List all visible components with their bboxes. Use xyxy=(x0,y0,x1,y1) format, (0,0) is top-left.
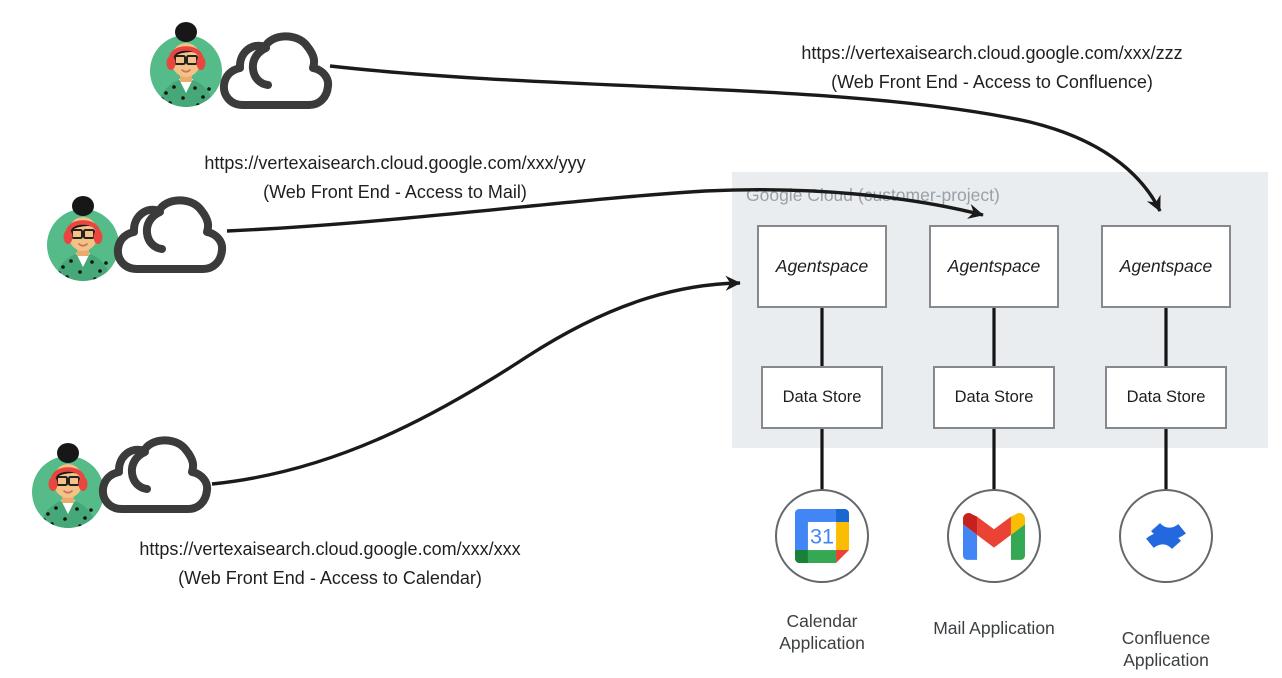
calendar-day-glyph: 31 xyxy=(810,524,834,549)
route-calendar: https://vertexaisearch.cloud.google.com/… xyxy=(100,538,560,589)
user-avatar-calendar xyxy=(32,443,104,528)
agentspace-box-mail: Agentspace xyxy=(929,225,1059,308)
arrow-to-mail-agentspace xyxy=(226,188,984,233)
route-confluence: https://vertexaisearch.cloud.google.com/… xyxy=(762,42,1222,93)
route-calendar-url: https://vertexaisearch.cloud.google.com/… xyxy=(139,539,521,559)
calendar-app-circle: 31 xyxy=(775,489,869,583)
google-calendar-icon: 31 xyxy=(795,509,849,563)
user-cloud-calendar xyxy=(98,436,212,513)
pipeline-connectors xyxy=(820,308,1168,491)
route-confluence-caption: (Web Front End - Access to Confluence) xyxy=(831,72,1153,92)
mail-app-label: Mail Application xyxy=(933,618,1055,638)
route-mail-caption: (Web Front End - Access to Mail) xyxy=(263,182,527,202)
user-avatar-confluence xyxy=(150,22,222,107)
datastore-box-calendar: Data Store xyxy=(761,366,883,429)
datastore-box-confluence: Data Store xyxy=(1105,366,1227,429)
arrow-to-confluence-agentspace xyxy=(329,64,1162,212)
user-cloud-confluence xyxy=(219,32,333,109)
arrow-to-calendar-agentspace xyxy=(211,275,741,486)
confluence-app-label: Confluence Application xyxy=(1121,628,1211,670)
route-calendar-caption: (Web Front End - Access to Calendar) xyxy=(178,568,482,588)
agentspace-box-confluence: Agentspace xyxy=(1101,225,1231,308)
route-mail: https://vertexaisearch.cloud.google.com/… xyxy=(165,152,625,203)
gmail-icon xyxy=(963,512,1025,560)
mail-app-circle xyxy=(947,489,1041,583)
user-avatar-mail xyxy=(47,196,119,281)
route-mail-url: https://vertexaisearch.cloud.google.com/… xyxy=(204,153,586,173)
confluence-app-circle xyxy=(1119,489,1213,583)
datastore-box-mail: Data Store xyxy=(933,366,1055,429)
confluence-icon xyxy=(1146,522,1186,550)
route-confluence-url: https://vertexaisearch.cloud.google.com/… xyxy=(801,43,1183,63)
calendar-app-label: Calendar Application xyxy=(779,611,865,653)
agentspace-box-calendar: Agentspace xyxy=(757,225,887,308)
user-cloud-mail xyxy=(113,196,227,273)
